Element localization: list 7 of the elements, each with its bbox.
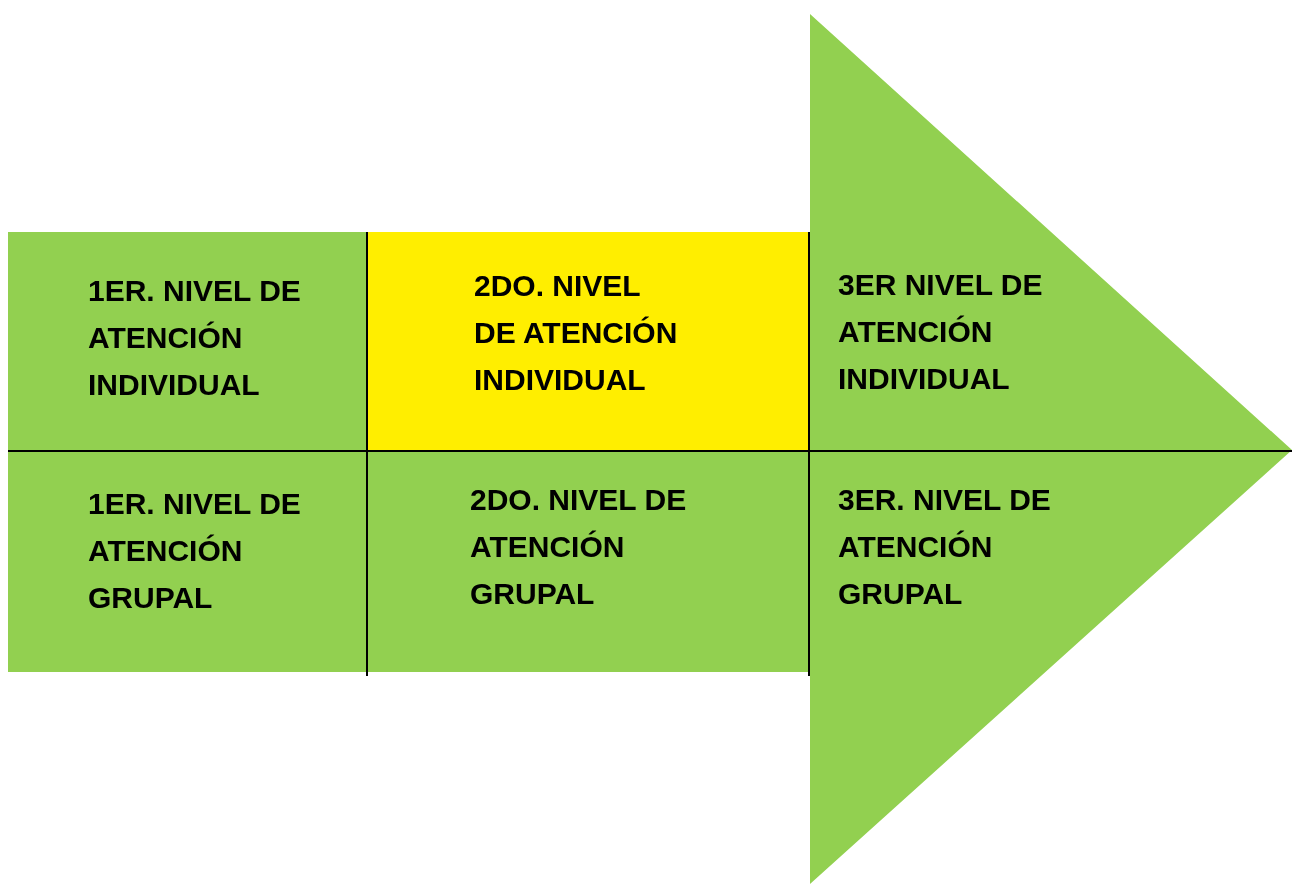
level-label: 2DO. NIVEL DE ATENCIÓN GRUPAL — [470, 482, 688, 612]
highlighted-cell — [368, 232, 808, 450]
level-label: 3ER. NIVEL DE ATENCIÓN GRUPAL — [838, 482, 1052, 612]
level-label: 1ER. NIVEL DE ATENCIÓN INDIVIDUAL — [88, 273, 302, 403]
level-label: 2DO. NIVEL DE ATENCIÓN INDIVIDUAL — [474, 268, 679, 398]
level-label: 1ER. NIVEL DE ATENCIÓN GRUPAL — [88, 486, 302, 616]
level-label: 3ER NIVEL DE ATENCIÓN INDIVIDUAL — [838, 267, 1044, 397]
